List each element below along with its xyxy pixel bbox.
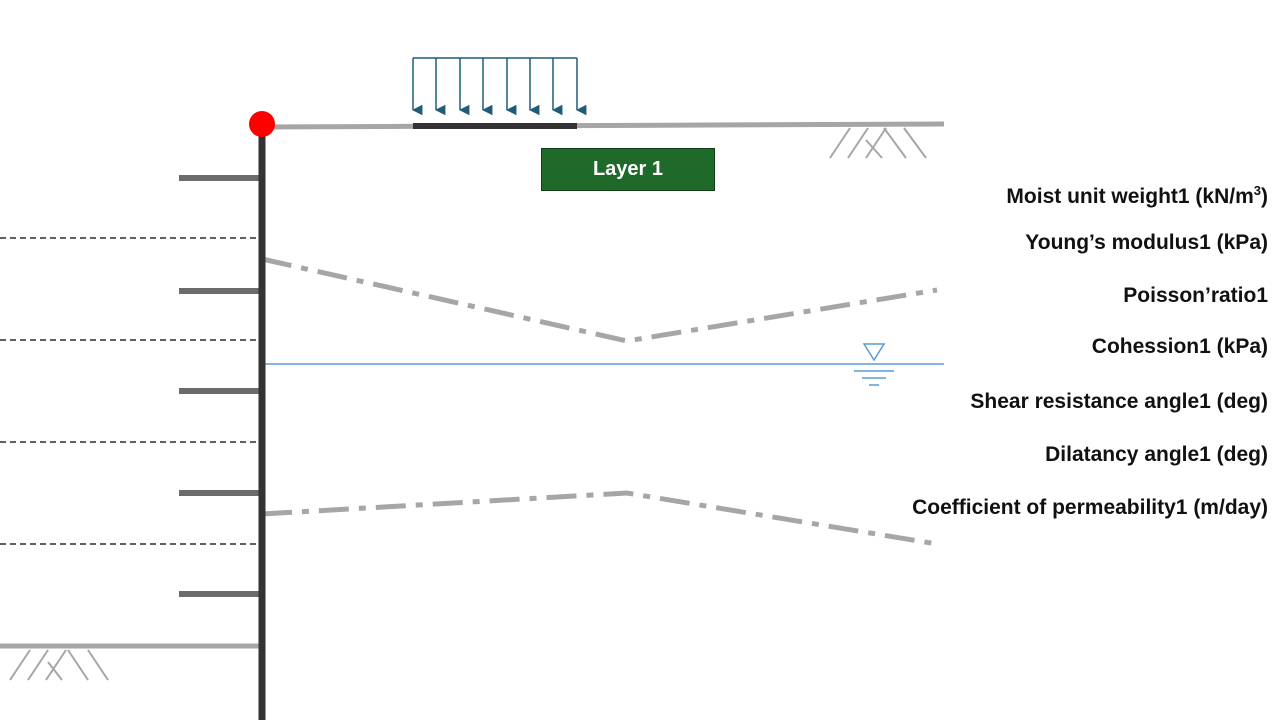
struts — [179, 175, 262, 597]
prop-poisson-ratio: Poisson’ratio1 — [1123, 284, 1268, 307]
prop-permeability: Coefficient of permeability1 (m/day) — [912, 496, 1268, 519]
ground-hatch-icon — [829, 127, 927, 159]
prop-moist-unit-weight-close: ) — [1261, 185, 1268, 208]
layer-boundary-upper — [261, 256, 938, 344]
prop-moist-unit-weight: Moist unit weight1 (kN/m3) — [1006, 183, 1268, 209]
prop-shear-resistance: Shear resistance angle1 (deg) — [970, 390, 1268, 413]
prop-superscript: 3 — [1253, 183, 1261, 198]
prop-cohesion: Cohession1 (kPa) — [1091, 335, 1268, 358]
ground-hatch-icon — [9, 649, 109, 681]
prop-moist-unit-weight-text: Moist unit weight1 (kN/m — [1006, 185, 1254, 208]
surcharge-load — [411, 57, 587, 116]
excavation-levels — [0, 237, 260, 545]
water-level-triangle-icon — [854, 343, 894, 386]
red-dot-icon — [249, 111, 275, 137]
prop-dilatancy: Dilatancy angle1 (deg) — [1045, 443, 1268, 466]
ground-surface-right — [261, 121, 945, 130]
layer-label: Layer 1 — [541, 148, 715, 191]
prop-youngs-modulus: Young’s modulus1 (kPa) — [1025, 231, 1268, 254]
layer-boundary-lower — [261, 490, 938, 547]
